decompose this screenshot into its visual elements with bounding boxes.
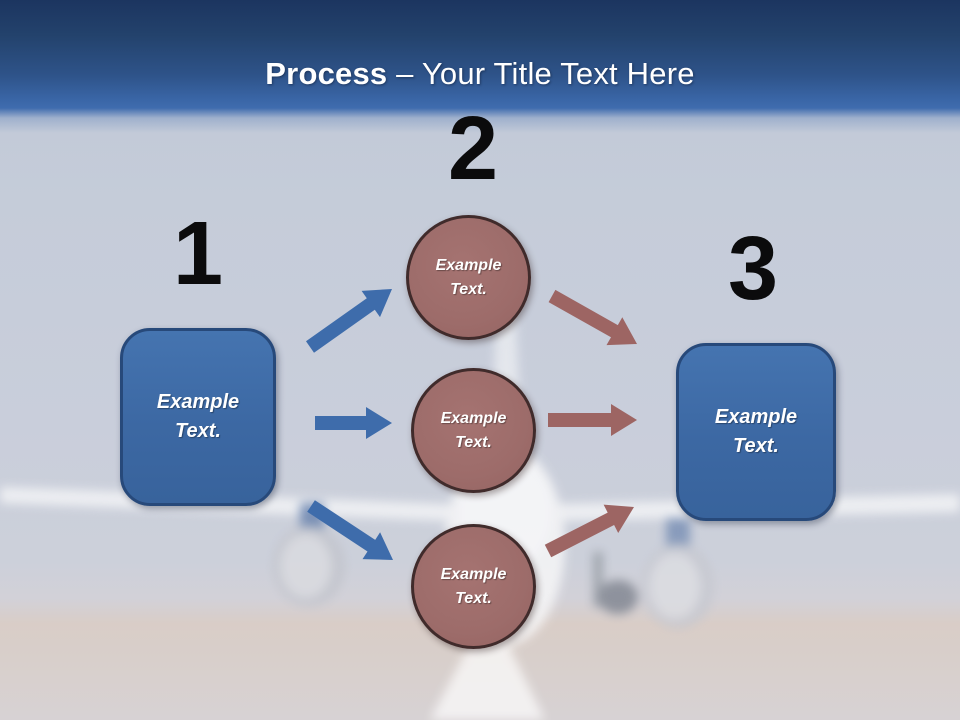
step2-circle-top-label: Example Text. — [435, 256, 502, 298]
step1-box-label: Example Text. — [156, 391, 240, 442]
maroon-arrow-down-right-icon — [548, 289, 637, 346]
step-number-2: 2 — [447, 99, 499, 199]
blue-arrow-right-icon — [315, 407, 392, 439]
slide-title-bold: Process — [265, 56, 388, 91]
step2-circle-top: Example Text. — [406, 215, 531, 340]
slide-title-rest: – Your Title Text Here — [396, 56, 695, 91]
maroon-arrow-up-right-icon — [544, 504, 634, 558]
step2-circle-middle-label: Example Text. — [440, 409, 507, 451]
blue-arrow-up-right-icon — [306, 289, 392, 353]
step2-circle-middle: Example Text. — [411, 368, 536, 493]
step3-box-label: Example Text. — [714, 406, 798, 457]
step-number-3: 3 — [727, 219, 779, 319]
step-number-1: 1 — [172, 204, 224, 304]
slide-title: Process – Your Title Text Here — [0, 54, 960, 94]
blue-arrow-down-right-icon — [307, 500, 393, 560]
step3-box: Example Text. — [676, 343, 836, 521]
step1-box: Example Text. — [120, 328, 276, 506]
step2-circle-bottom-label: Example Text. — [440, 565, 507, 607]
maroon-arrow-right-icon — [548, 404, 637, 436]
step2-circle-bottom: Example Text. — [411, 524, 536, 649]
